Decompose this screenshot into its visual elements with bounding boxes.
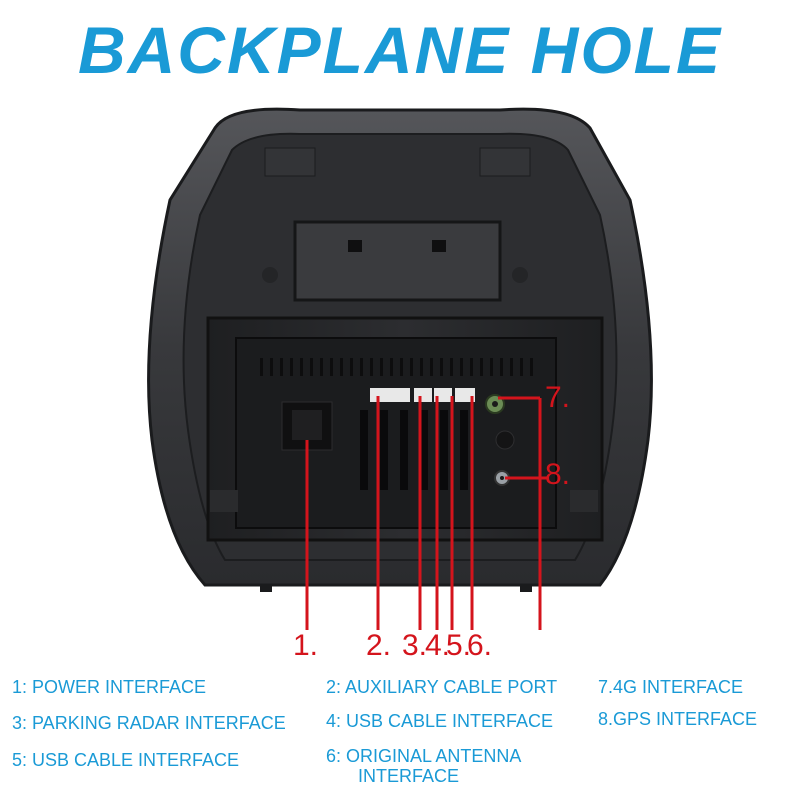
legend-item-2: 2: AUXILIARY CABLE PORT bbox=[326, 677, 558, 697]
callout-2: 2. bbox=[366, 629, 392, 662]
callout-4: 4. bbox=[425, 629, 451, 662]
legend-item-6-cont: INTERFACE bbox=[358, 766, 460, 786]
callout-8: 8. bbox=[545, 458, 571, 491]
callout-5: 5. bbox=[446, 629, 472, 662]
legend-item-7: 7.4G INTERFACE bbox=[598, 677, 744, 697]
dashboard-bezel-photo bbox=[147, 107, 653, 630]
callout-6: 6. bbox=[467, 629, 493, 662]
callout-1: 1. bbox=[293, 629, 319, 662]
legend-item-5: 5: USB CABLE INTERFACE bbox=[12, 750, 240, 770]
legend-item-4: 4: USB CABLE INTERFACE bbox=[326, 711, 554, 731]
page-title: BACKPLANE HOLE bbox=[77, 13, 722, 87]
callout-3: 3. bbox=[402, 629, 428, 662]
legend-item-1: 1: POWER INTERFACE bbox=[12, 677, 207, 697]
legend-item-3: 3: PARKING RADAR INTERFACE bbox=[12, 713, 286, 733]
callout-7: 7. bbox=[545, 381, 571, 414]
legend-item-8: 8.GPS INTERFACE bbox=[598, 709, 758, 729]
legend-item-6: 6: ORIGINAL ANTENNA bbox=[326, 746, 522, 766]
